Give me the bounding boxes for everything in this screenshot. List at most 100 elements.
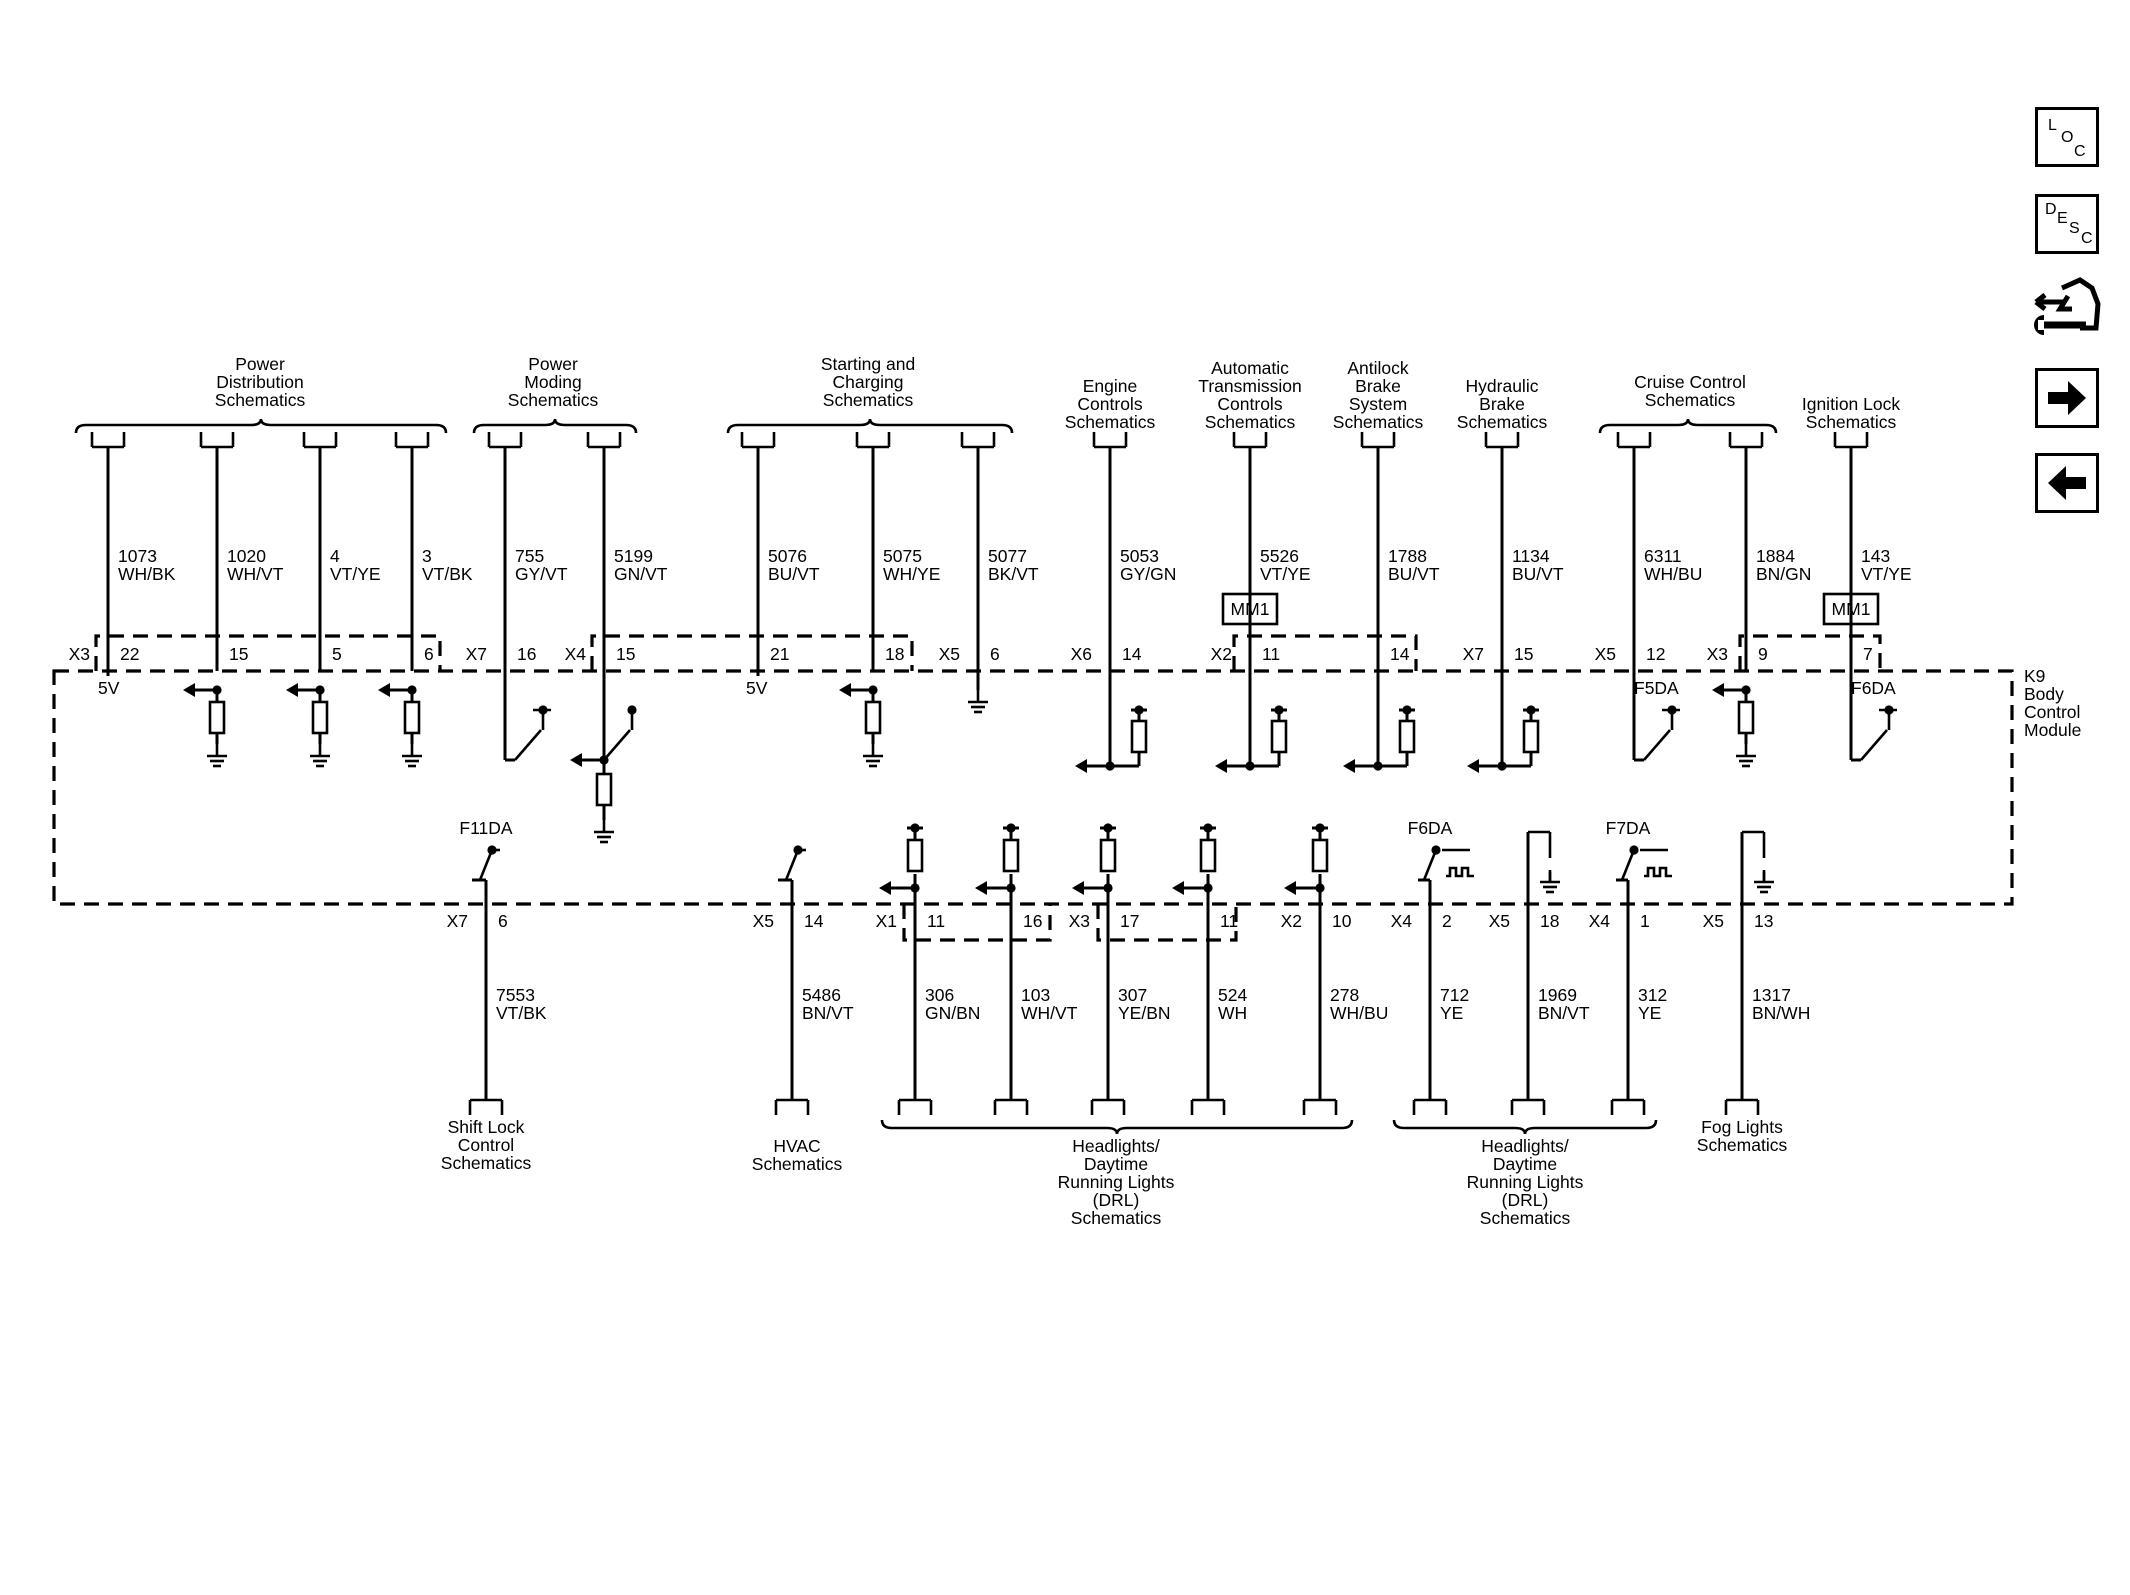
top-wire-14-pullup-arrow [1712,683,1724,697]
bottom-wire-6-terminal [1302,1098,1338,1115]
top-wire-11-pin: 14 [1390,644,1410,664]
top-wire-11-color: BU/VT [1388,564,1440,584]
top-wire-10-connector: X2 [1211,644,1232,664]
bottom-destination-4-line-0: Fog Lights [1701,1117,1783,1137]
bottom-wire-7-pin: 2 [1442,911,1452,931]
top-destination-0-line-0: Power [235,354,285,374]
bottom-destination-2-line-3: (DRL) [1093,1190,1140,1210]
location-button[interactable]: L O C [2035,107,2099,167]
top-wire-10-terminal [1232,432,1268,449]
top-wire-4-circuit: 755 [515,546,544,566]
next-page-button[interactable] [2035,368,2099,428]
top-wire-12-circuit: 1134 [1512,546,1550,566]
bottom-wire-9-pwm-blade [1620,849,1636,881]
top-wire-8-terminal [960,432,996,449]
bottom-wire-2-driver-resistor [906,838,924,873]
top-wire-15-pin: 7 [1863,644,1873,664]
connector-x3c-bracket [1096,904,1238,942]
top-wire-0-circuit: 1073 [118,546,157,566]
top-wire-8-connector: X5 [939,644,960,664]
top-wire-11-terminal [1360,432,1396,449]
top-wire-10-circuit: 5526 [1260,546,1299,566]
top-brace-3 [1598,418,1778,434]
bottom-brace-0 [880,1119,1354,1135]
bottom-destination-0-line-2: Schematics [441,1153,532,1173]
description-button[interactable]: D E S C [2035,194,2099,254]
top-wire-4-terminal [487,432,523,449]
bottom-wire-6-driver-contact [1315,823,1325,833]
top-wire-12-sense-arrow [1467,759,1479,773]
top-wire-13-terminal [1616,432,1652,449]
top-wire-1-terminal [199,432,235,449]
connector-x1-bracket [902,904,1052,942]
top-wire-2-circuit: 4 [330,546,340,566]
connector-x3b-bracket [1738,634,1882,671]
bottom-wire-10-color: BN/WH [1752,1003,1810,1023]
top-wire-8-circuit: 5077 [988,546,1027,566]
top-wire-9-connector: X6 [1071,644,1092,664]
top-wire-6-internal: 5V [746,678,768,698]
loc-letter-c: C [2074,143,2086,160]
top-wire-9-pin: 14 [1122,644,1142,664]
top-wire-1-pin: 15 [229,644,248,664]
top-wire-5-blade [603,729,631,761]
arrow-right-icon [2048,381,2086,415]
bottom-wire-2-pin: 11 [927,911,945,931]
top-wire-3-pullup-junction [407,685,417,695]
bottom-wire-2-connector: X1 [876,911,897,931]
top-wire-10-sense-arrow [1215,759,1227,773]
top-wire-8-pin: 6 [990,644,1000,664]
top-brace-2 [726,418,1014,434]
top-wire-1-color: WH/VT [227,564,284,584]
bottom-wire-8-pin: 18 [1540,911,1559,931]
bottom-wire-8-terminal [1510,1098,1546,1115]
top-wire-7-pullup-resistor [864,700,882,735]
top-wire-2-color: VT/YE [330,564,381,584]
top-wire-7-pullup-arrow [839,683,851,697]
top-wire-10-color: VT/YE [1260,564,1311,584]
top-wire-1-pullup-junction [212,685,222,695]
bottom-wire-1-connector: X5 [753,911,774,931]
top-wire-15-color: VT/YE [1861,564,1912,584]
top-wire-13-internal: F5DA [1634,678,1679,698]
top-wire-2-pullup-resistor [311,700,329,735]
top-wire-2-pullup-arrow [286,683,298,697]
top-wire-9-circuit: 5053 [1120,546,1159,566]
top-wire-3-pin: 6 [424,644,434,664]
bottom-wire-5-color: WH [1218,1003,1247,1023]
top-destination-8-line-0: Ignition Lock [1802,394,1901,414]
connector-wrench-icon[interactable] [2032,276,2102,346]
top-wire-4-switch-blade [514,729,542,761]
top-wire-14-color: BN/GN [1756,564,1811,584]
bottom-destination-1-line-1: Schematics [752,1154,843,1174]
top-wire-0-pin: 22 [120,644,139,664]
top-wire-7-circuit: 5075 [883,546,922,566]
top-wire-13-switch-blade [1643,729,1671,761]
bottom-wire-1-terminal [774,1098,810,1115]
connector-x4-bracket [590,634,914,671]
top-destination-8-line-1: Schematics [1806,412,1897,432]
top-wire-14-pin: 9 [1758,644,1768,664]
top-wire-13-color: WH/BU [1644,564,1702,584]
module-label-line-0: K9 [2024,666,2045,686]
top-wire-2-pullup-junction [315,685,325,695]
top-wire-11-sense-resistor [1398,719,1416,754]
top-wire-6-pin: 21 [770,644,789,664]
top-wire-14-circuit: 1884 [1756,546,1795,566]
top-wire-0-color: WH/BK [118,564,176,584]
previous-page-button[interactable] [2035,453,2099,513]
bottom-wire-5-circuit: 524 [1218,985,1247,1005]
bottom-wire-0-circuit: 7553 [496,985,535,1005]
top-wire-15-terminal [1833,432,1869,449]
bottom-wire-4-pin: 17 [1120,911,1139,931]
bottom-wire-3-driver-arrow [975,881,987,895]
top-wire-7-pin: 18 [885,644,904,664]
desc-letter-d: D [2045,201,2057,218]
top-wire-3-pullup-resistor [403,700,421,735]
top-wire-13-pin: 12 [1646,644,1665,664]
loc-letter-o: O [2061,129,2074,146]
top-wire-12-connector: X7 [1463,644,1484,664]
bottom-destination-2-line-4: Schematics [1071,1208,1162,1228]
bottom-wire-0-switch-blade [478,849,494,881]
